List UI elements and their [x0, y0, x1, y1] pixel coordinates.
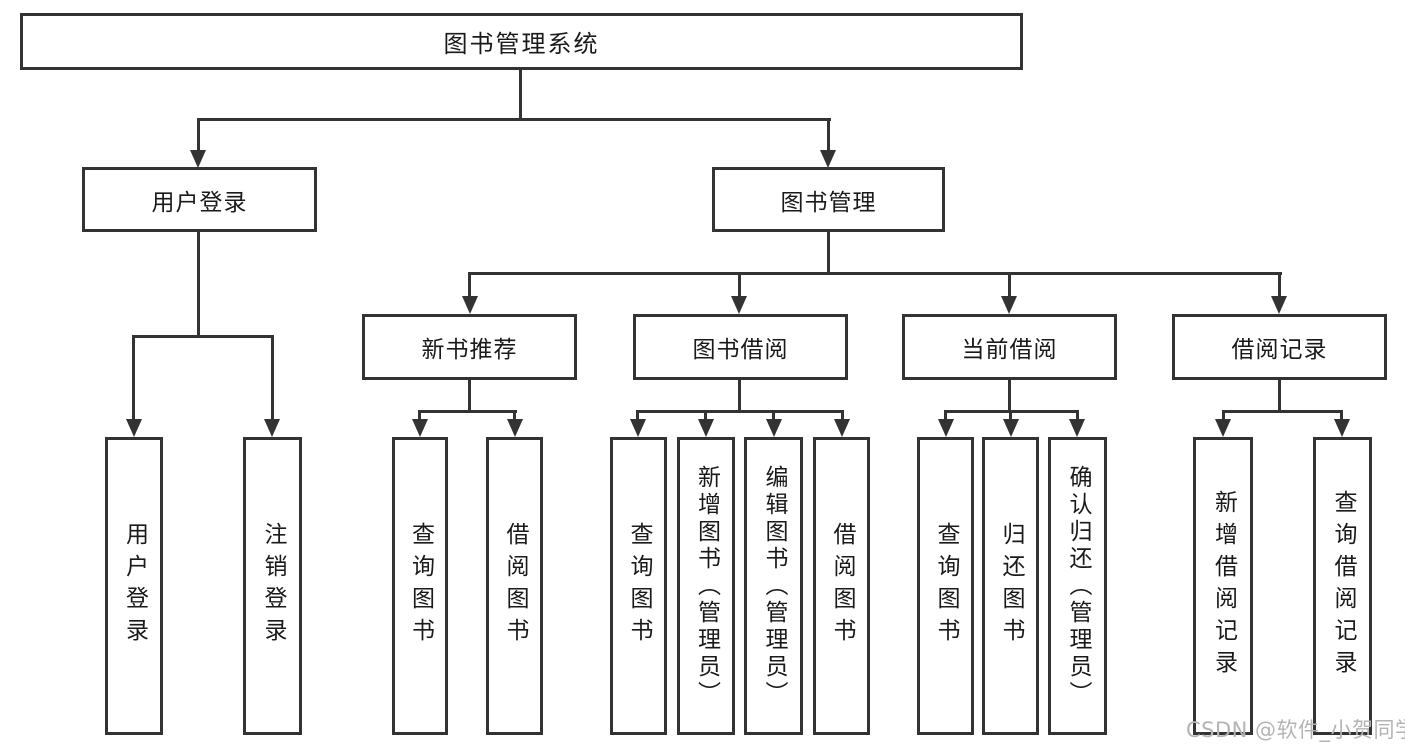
- arrow-down-icon: [412, 419, 428, 437]
- leaf-label: 查询图书: [626, 522, 652, 650]
- arrow-down-icon: [820, 150, 836, 168]
- arrow-down-icon: [698, 419, 714, 437]
- connector-line: [1222, 410, 1343, 413]
- node-label: 借阅记录: [1231, 337, 1328, 363]
- arrow-down-icon: [1069, 419, 1085, 437]
- arrow-down-icon: [630, 419, 646, 437]
- connector-line: [418, 410, 517, 413]
- connector-line: [132, 335, 135, 421]
- arrow-down-icon: [1215, 419, 1231, 437]
- connector-line: [1076, 410, 1079, 421]
- leaf-query-books-current: 查询图书: [917, 437, 974, 735]
- leaf-confirm-return-admin: 确认归还（管理员）: [1048, 437, 1107, 735]
- connector-line: [772, 410, 775, 421]
- leaf-logout: 注销登录: [243, 437, 302, 735]
- leaf-borrow-books-recommend: 借阅图书: [486, 437, 543, 735]
- connector-line: [271, 335, 274, 421]
- arrow-down-icon: [462, 296, 478, 314]
- connector-line: [1340, 410, 1343, 421]
- arrow-down-icon: [264, 419, 280, 437]
- node-new-book-recommend: 新书推荐: [362, 314, 577, 380]
- node-borrowing-records: 借阅记录: [1172, 314, 1387, 380]
- arrow-down-icon: [731, 296, 747, 314]
- connector-line: [704, 410, 707, 421]
- leaf-label: 借阅图书: [502, 522, 528, 650]
- leaf-label: 新增图书（管理员）: [693, 464, 720, 708]
- connector-line: [197, 118, 200, 152]
- connector-line: [197, 230, 200, 337]
- arrow-down-icon: [190, 150, 206, 168]
- node-label: 图书管理系统: [443, 30, 600, 58]
- node-user-login: 用户登录: [82, 167, 317, 232]
- node-label: 当前借阅: [961, 337, 1058, 363]
- connector-line: [738, 378, 741, 412]
- leaf-borrow-books: 借阅图书: [813, 437, 870, 735]
- leaf-return-books: 归还图书: [982, 437, 1039, 735]
- connector-line: [636, 410, 639, 421]
- node-library-management-system: 图书管理系统: [20, 13, 1023, 70]
- connector-line: [513, 410, 516, 421]
- connector-line: [468, 378, 471, 412]
- arrow-down-icon: [1003, 419, 1019, 437]
- connector-line: [1278, 378, 1281, 412]
- node-label: 图书借阅: [692, 337, 789, 363]
- arrow-down-icon: [126, 419, 142, 437]
- connector-line: [418, 410, 421, 421]
- connector-line: [468, 272, 471, 298]
- connector-line: [1008, 378, 1011, 412]
- arrow-down-icon: [938, 419, 954, 437]
- arrow-down-icon: [507, 419, 523, 437]
- connector-line: [132, 335, 274, 338]
- leaf-query-borrow-record: 查询借阅记录: [1313, 437, 1372, 735]
- leaf-query-books-borrowing: 查询图书: [610, 437, 667, 735]
- connector-line: [636, 410, 844, 413]
- node-label: 用户登录: [151, 189, 248, 216]
- connector-line: [519, 68, 522, 120]
- node-current-borrowing: 当前借阅: [902, 314, 1117, 380]
- leaf-label: 查询图书: [933, 522, 959, 650]
- connector-line: [827, 118, 830, 152]
- leaf-label: 用户登录: [121, 522, 148, 650]
- connector-line: [1222, 410, 1225, 421]
- leaf-user-login: 用户登录: [105, 437, 163, 735]
- leaf-label: 借阅图书: [829, 522, 855, 650]
- arrow-down-icon: [1271, 296, 1287, 314]
- leaf-label: 查询借阅记录: [1330, 490, 1356, 682]
- connector-line: [468, 272, 1282, 275]
- leaf-query-books-recommend: 查询图书: [392, 437, 448, 735]
- arrow-down-icon: [766, 419, 782, 437]
- connector-line: [827, 230, 830, 274]
- connector-line: [1278, 272, 1281, 298]
- connector-line: [841, 410, 844, 421]
- arrow-down-icon: [1001, 296, 1017, 314]
- leaf-label: 查询图书: [407, 522, 434, 650]
- node-label: 图书管理: [780, 189, 877, 216]
- connector-line: [738, 272, 741, 298]
- leaf-label: 新增借阅记录: [1210, 490, 1237, 682]
- leaf-label: 注销登录: [260, 522, 286, 650]
- leaf-edit-books-admin: 编辑图书（管理员）: [744, 437, 803, 735]
- connector-line: [197, 118, 831, 121]
- connector-line: [1009, 410, 1012, 421]
- csdn-watermark: CSDN @软件_小贺同学: [1186, 718, 1405, 742]
- node-book-management: 图书管理: [712, 167, 945, 232]
- node-label: 新书推荐: [421, 337, 518, 363]
- connector-line: [1008, 272, 1011, 298]
- leaf-label: 编辑图书（管理员）: [761, 464, 787, 708]
- node-book-borrowing: 图书借阅: [633, 314, 848, 380]
- arrow-down-icon: [834, 419, 850, 437]
- leaf-add-borrow-record: 新增借阅记录: [1193, 437, 1253, 735]
- leaf-add-books-admin: 新增图书（管理员）: [677, 437, 735, 735]
- leaf-label: 归还图书: [998, 522, 1024, 650]
- arrow-down-icon: [1334, 419, 1350, 437]
- leaf-label: 确认归还（管理员）: [1065, 464, 1091, 708]
- connector-line: [944, 410, 947, 421]
